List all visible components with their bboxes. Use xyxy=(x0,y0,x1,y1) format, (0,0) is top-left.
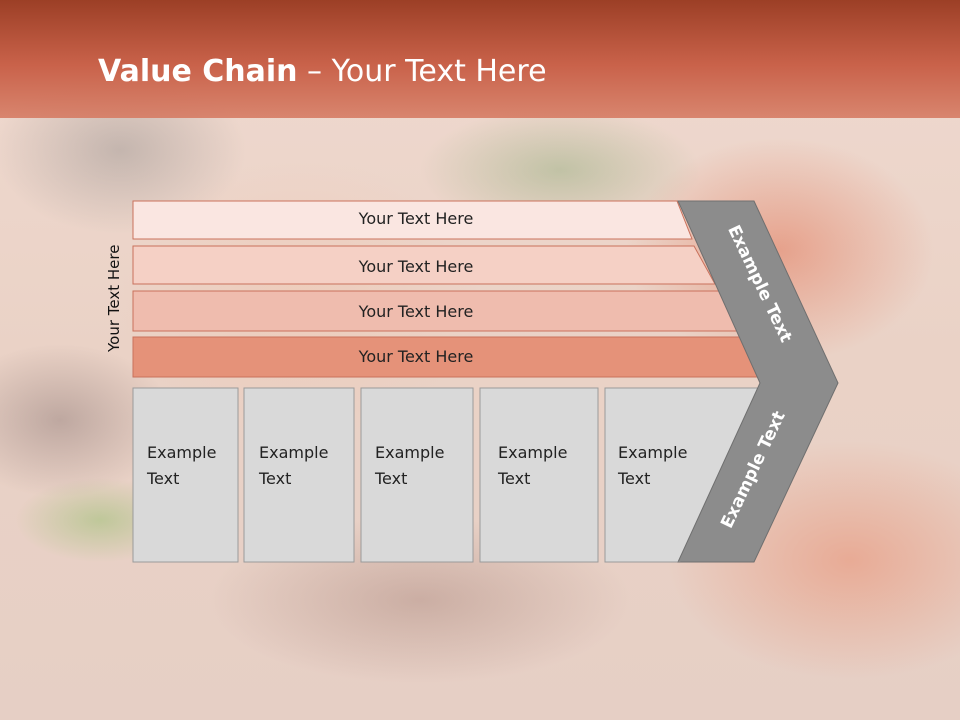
primary-box-1-line2: Text xyxy=(146,469,179,488)
title-bold: Value Chain xyxy=(98,54,298,89)
primary-box-4-line1: Example xyxy=(498,443,567,462)
reflection xyxy=(132,561,829,720)
primary-box-3-line2: Text xyxy=(374,469,407,488)
primary-boxes: Example Text Example Text Example Text E… xyxy=(132,387,763,563)
support-rows: Your Text Here Your Text Here Your Text … xyxy=(132,200,763,378)
support-row-3-label: Your Text Here xyxy=(358,302,474,321)
primary-box-5-line2: Text xyxy=(617,469,650,488)
support-row-1-label: Your Text Here xyxy=(358,209,474,228)
support-row-4-label: Your Text Here xyxy=(358,347,474,366)
primary-box-4 xyxy=(479,387,599,563)
primary-box-2 xyxy=(243,387,355,563)
support-row-2-label: Your Text Here xyxy=(358,257,474,276)
support-row-1 xyxy=(132,200,693,240)
side-label: Your Text Here xyxy=(105,244,123,352)
slide-title: Value Chain – Your Text Here xyxy=(98,54,547,89)
title-rest: – Your Text Here xyxy=(297,54,547,89)
primary-box-1-line1: Example xyxy=(147,443,216,462)
primary-box-5-line1: Example xyxy=(618,443,687,462)
primary-box-1 xyxy=(132,387,239,563)
primary-box-2-line2: Text xyxy=(258,469,291,488)
primary-box-2-line1: Example xyxy=(259,443,328,462)
title-band xyxy=(0,0,960,118)
primary-box-3-line1: Example xyxy=(375,443,444,462)
primary-box-4-line2: Text xyxy=(497,469,530,488)
primary-box-3 xyxy=(360,387,474,563)
